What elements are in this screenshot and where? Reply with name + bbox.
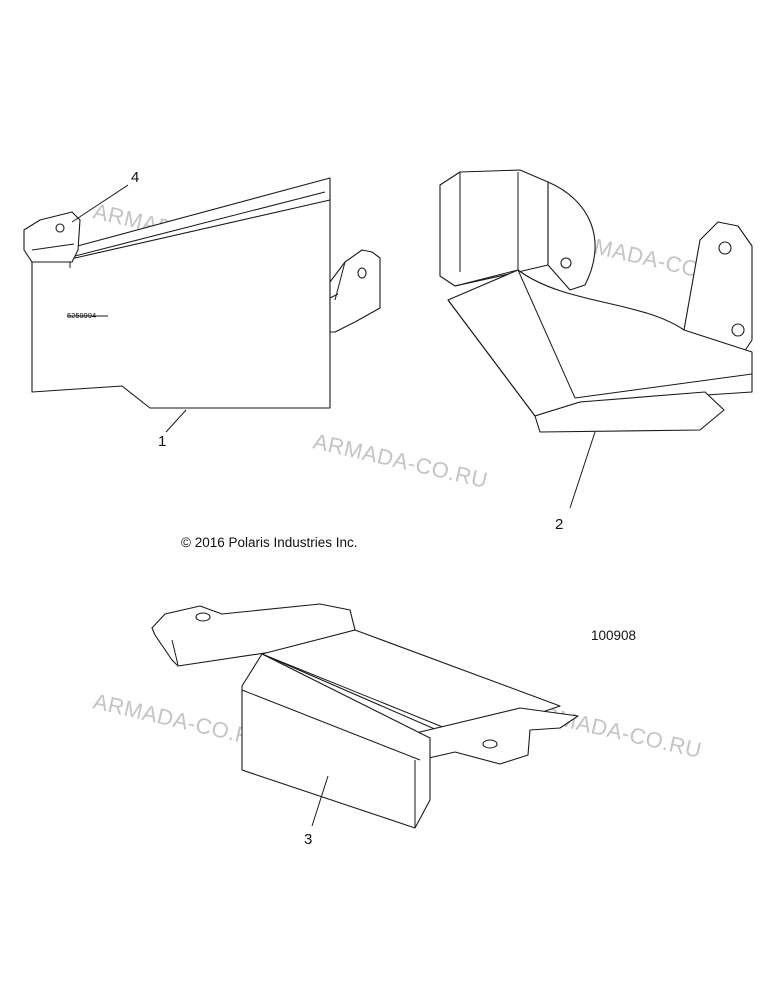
callout-1: 1 [158, 433, 166, 450]
leader-3 [311, 775, 329, 827]
part-3-shield [151, 603, 579, 829]
leader-4 [71, 184, 129, 223]
callout-2: 2 [555, 516, 563, 533]
leader-2 [569, 431, 596, 509]
copyright-text: © 2016 Polaris Industries Inc. [181, 535, 358, 550]
callout-4: 4 [131, 169, 139, 186]
leader-1 [165, 409, 187, 433]
callout-3: 3 [304, 831, 312, 848]
figure-number: 100908 [591, 628, 636, 643]
part-2-guard [439, 169, 753, 433]
watermark-3: ARMADA-CO.RU [311, 429, 490, 493]
part-1-heat-shield: 5259994 [23, 177, 381, 409]
